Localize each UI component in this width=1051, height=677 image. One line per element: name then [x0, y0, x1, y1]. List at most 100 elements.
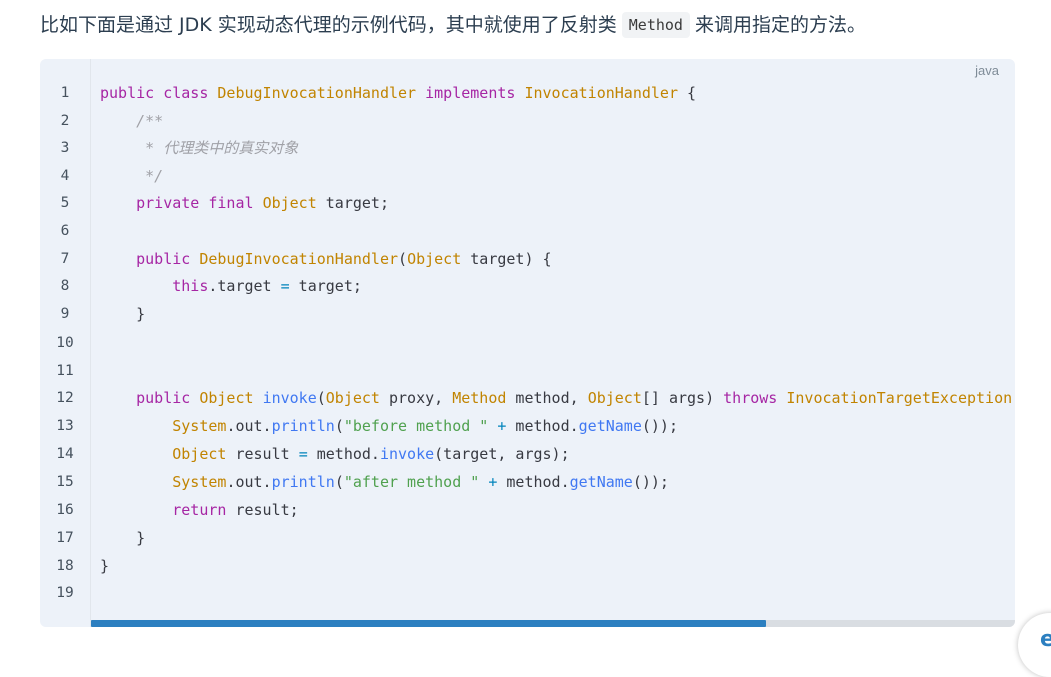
code-token: result — [226, 445, 299, 463]
code-token: target; — [289, 277, 362, 295]
code-line: } — [100, 528, 145, 548]
line-number: 19 — [56, 585, 74, 601]
code-line: public class DebugInvocationHandler impl… — [100, 83, 696, 103]
code-token: .out. — [226, 417, 272, 435]
line-number: 15 — [56, 474, 74, 490]
code-token: throws — [723, 389, 778, 407]
code-token: invoke — [262, 389, 317, 407]
line-number: 16 — [56, 502, 74, 518]
code-token: Object — [407, 250, 462, 268]
floating-action-button[interactable]: e — [1018, 613, 1051, 677]
code-token: public class — [100, 84, 218, 102]
code-token: getName — [569, 473, 633, 491]
code-token: private final — [100, 194, 263, 212]
line-number: 11 — [56, 363, 74, 379]
intro-text-after: 来调用指定的方法。 — [694, 14, 866, 36]
code-token — [100, 417, 172, 435]
code-token: ( — [398, 250, 408, 268]
code-token: ()); — [641, 417, 678, 435]
code-token: } — [100, 557, 110, 575]
code-token: invoke — [379, 445, 435, 463]
code-token: Object — [172, 445, 227, 463]
code-content[interactable]: public class DebugInvocationHandler impl… — [100, 59, 1015, 627]
inline-code-method: Method — [621, 12, 690, 38]
code-line: } — [100, 304, 145, 324]
code-line: */ — [100, 166, 163, 186]
code-token: System — [172, 473, 227, 491]
line-number: 6 — [60, 223, 70, 239]
code-line: System.out.println("after method " + met… — [100, 472, 669, 492]
code-token: this — [100, 277, 209, 295]
code-token: public — [100, 389, 200, 407]
code-token — [100, 445, 172, 463]
code-token: InvocationTargetException — [786, 389, 1013, 407]
code-token: public — [100, 250, 200, 268]
code-token: proxy, — [379, 389, 453, 407]
code-token: + — [497, 417, 507, 435]
code-line: System.out.println("before method " + me… — [100, 416, 678, 436]
code-comment: */ — [100, 167, 164, 185]
line-number: 8 — [60, 278, 70, 294]
code-token: method, — [506, 389, 588, 407]
code-token: target) { — [461, 250, 552, 268]
code-token: [] args) — [641, 389, 724, 407]
line-number: 7 — [60, 251, 70, 267]
code-comment: /** — [100, 112, 164, 130]
code-token: result; — [226, 501, 299, 519]
code-language-label: java — [975, 63, 999, 78]
code-token: } — [100, 529, 146, 547]
code-token: .out. — [226, 473, 272, 491]
code-token: System — [172, 417, 227, 435]
floating-button-icon: e — [1040, 627, 1051, 652]
horizontal-scrollbar[interactable] — [91, 620, 1015, 627]
code-token: method. — [497, 473, 570, 491]
code-token: { — [678, 84, 697, 102]
code-token: DebugInvocationHandler — [199, 250, 399, 268]
code-token: Object — [325, 389, 380, 407]
code-token: implements — [416, 84, 525, 102]
code-line: this.target = target; — [100, 276, 362, 296]
line-number: 17 — [56, 530, 74, 546]
code-token: "before method " — [343, 417, 489, 435]
code-token: ( — [316, 389, 326, 407]
code-token: println — [271, 417, 335, 435]
code-token: + — [488, 473, 498, 491]
code-line: Object result = method.invoke(target, ar… — [100, 444, 570, 464]
line-number: 3 — [60, 140, 70, 156]
code-token: ()); — [632, 473, 669, 491]
scrollbar-thumb[interactable] — [91, 620, 766, 627]
line-number: 12 — [56, 390, 74, 406]
code-token: Object — [199, 389, 254, 407]
code-token: method. — [506, 417, 579, 435]
code-block: java 1 2 3 4 5 6 7 8 9 10 11 12 13 14 15… — [40, 59, 1015, 627]
code-token: InvocationHandler — [524, 84, 678, 102]
code-token — [254, 389, 263, 407]
line-number: 1 — [60, 85, 70, 101]
code-token: } — [100, 305, 146, 323]
line-number: 13 — [56, 418, 74, 434]
line-number: 10 — [56, 335, 74, 351]
code-token: ( — [334, 417, 344, 435]
code-token: (target, args); — [434, 445, 570, 463]
code-token: Object — [587, 389, 642, 407]
code-token — [479, 473, 488, 491]
intro-text-before: 比如下面是通过 JDK 实现动态代理的示例代码，其中就使用了反射类 — [40, 14, 617, 36]
code-token: = — [280, 277, 290, 295]
code-line: public Object invoke(Object proxy, Metho… — [100, 388, 1012, 408]
code-line: } — [100, 556, 109, 576]
code-comment: * 代理类中的真实对象 — [100, 139, 299, 157]
code-token: println — [271, 473, 335, 491]
code-line: return result; — [100, 500, 299, 520]
code-line: public DebugInvocationHandler(Object tar… — [100, 249, 552, 269]
code-token: "after method " — [343, 473, 480, 491]
code-line: private final Object target; — [100, 193, 389, 213]
code-token: Method — [452, 389, 507, 407]
code-token: DebugInvocationHandler — [217, 84, 417, 102]
code-token: method. — [307, 445, 380, 463]
code-token: ( — [334, 473, 344, 491]
line-number: 9 — [60, 306, 70, 322]
code-token: = — [298, 445, 308, 463]
code-token: getName — [578, 417, 642, 435]
line-number: 18 — [56, 558, 74, 574]
